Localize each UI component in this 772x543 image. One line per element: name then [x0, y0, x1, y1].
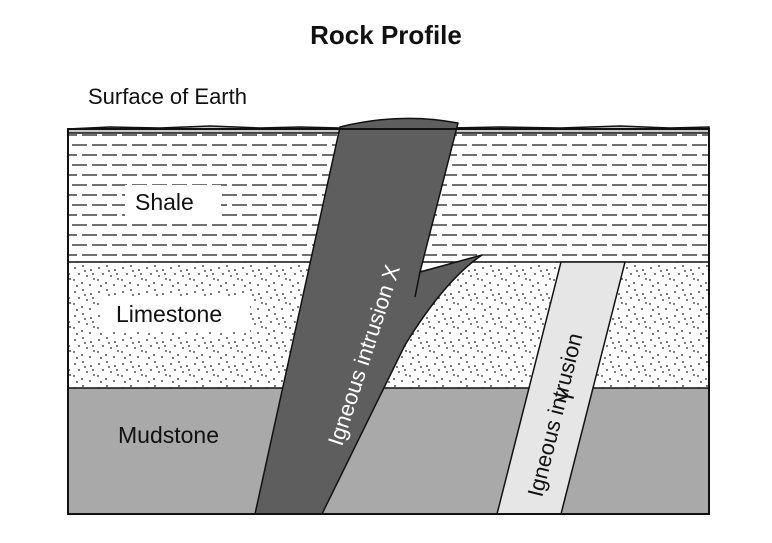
surface-caption: Surface of Earth	[88, 84, 247, 109]
intrusion-x	[254, 117, 483, 515]
limestone-label: Limestone	[116, 301, 222, 327]
limestone-label-bg	[100, 296, 250, 332]
profile-frame	[67, 128, 710, 515]
mudstone-label: Mudstone	[118, 422, 219, 448]
intrusion-y-label-line2: Y	[553, 386, 581, 407]
diagram-title: Rock Profile	[310, 20, 462, 50]
shale-label-bg	[125, 185, 221, 219]
intrusion-x-branch-edge	[414, 271, 421, 298]
shale-label: Shale	[135, 189, 194, 215]
mudstone-layer	[68, 388, 709, 514]
